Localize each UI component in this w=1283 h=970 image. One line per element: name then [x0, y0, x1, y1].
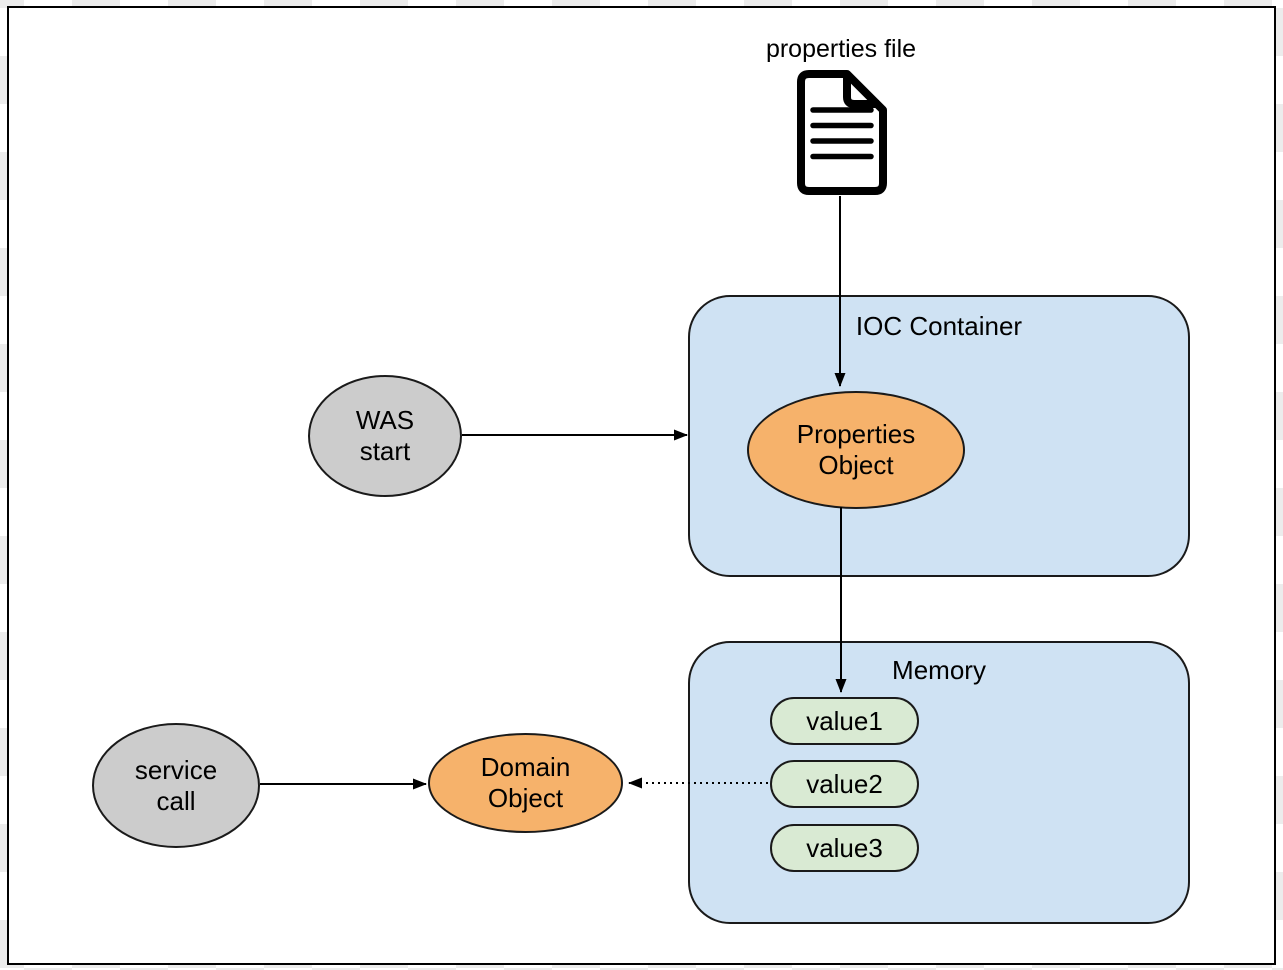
memory-title: Memory [892, 655, 986, 685]
memory-value-3: value3 [770, 824, 919, 872]
was-start-node: WAS start [308, 375, 462, 497]
properties-object-node: Properties Object [747, 391, 965, 509]
service-call-node: service call [92, 723, 260, 848]
memory-value-1: value1 [770, 697, 919, 745]
memory-box: Memory value1 value2 value3 [688, 641, 1190, 924]
document-icon [797, 70, 887, 195]
ioc-container-title: IOC Container [855, 311, 1023, 341]
properties-file-label: properties file [765, 35, 917, 63]
domain-object-node: Domain Object [428, 733, 623, 833]
document-icon-text-lines [810, 107, 874, 160]
ioc-container-box: IOC Container Properties Object [688, 295, 1190, 577]
memory-value-2: value2 [770, 760, 919, 808]
